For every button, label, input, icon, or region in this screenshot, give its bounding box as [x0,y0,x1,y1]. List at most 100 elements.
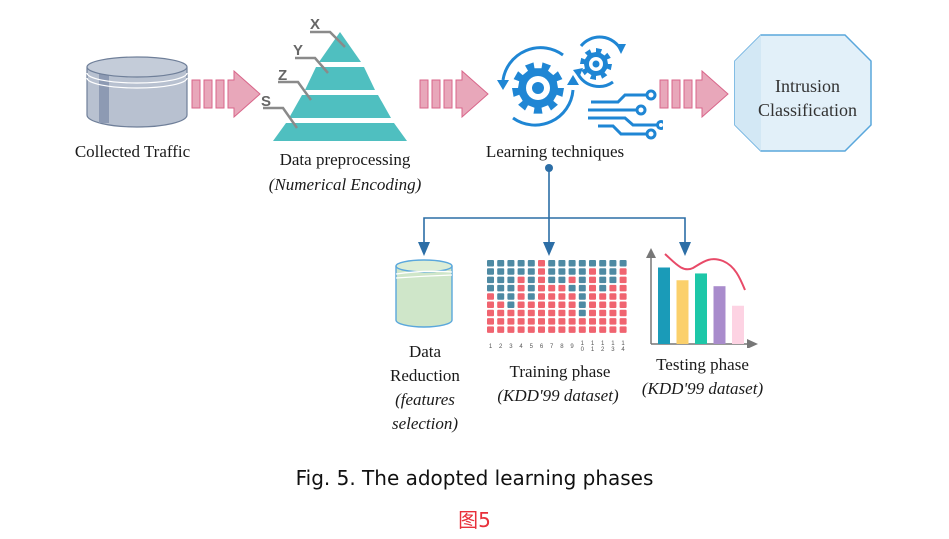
grid-cell [548,326,556,333]
grid-cell [599,301,607,308]
grid-cell [589,276,596,284]
column-label: 3 [611,347,615,353]
grid-cell [538,260,545,267]
grid-cell [558,326,566,333]
test-bar [676,280,689,344]
grid-cell [548,284,556,292]
test-bar [713,286,726,344]
grid-cell [568,301,576,308]
grid-cell [487,284,494,292]
grid-cell [507,260,515,267]
grid-cell [578,260,586,267]
grid-cell [497,318,505,325]
pyramid-encoding-icon: X Y Z S [261,16,407,141]
preprocessing-subtitle: (Numerical Encoding) [268,175,422,194]
grid-cell [599,268,607,275]
layer-x-label: X [310,16,320,33]
grid-cell [538,268,545,275]
grid-cell [568,326,576,333]
grid-cell [517,293,525,300]
column-label: 1 [601,341,605,347]
testing-subtitle: (KDD'99 dataset) [641,379,764,398]
layer-s-label: S [261,93,271,110]
grid-cell [497,284,505,292]
grid-cell [558,318,566,325]
traffic-database-icon [86,56,188,128]
grid-cell [548,293,556,300]
column-label: 1 [591,347,595,353]
grid-cell [517,260,525,267]
column-label: 8 [560,344,564,350]
grid-cell [568,284,576,292]
grid-cell [568,309,576,317]
grid-cell [497,326,505,333]
grid-cell [599,318,607,325]
grid-cell [548,301,556,308]
grid-cell [589,293,596,300]
grid-cell [538,326,545,333]
grid-cell [487,268,494,275]
grid-cell [507,293,515,300]
gears-learning-icon [497,35,663,140]
grid-cell [487,318,494,325]
grid-cell [517,309,525,317]
grid-cell [578,301,586,308]
grid-cell [589,268,596,275]
arrow-right-icon [419,70,489,118]
grid-cell [589,284,596,292]
grid-cell [609,309,617,317]
preprocessing-label: Data preprocessing [279,150,411,169]
grid-cell [487,293,494,300]
grid-cell [527,276,535,284]
intrusion-line2: Classification [758,100,857,120]
grid-cell [609,326,617,333]
column-label: 1 [591,341,595,347]
column-label: 6 [540,344,544,350]
grid-cell [578,293,586,300]
grid-cell [609,318,617,325]
test-bar [695,273,707,344]
collected-traffic-label: Collected Traffic [74,142,191,161]
testing-chart [646,248,758,348]
grid-cell [599,293,607,300]
grid-cell [568,260,576,267]
grid-cell [609,293,617,300]
grid-cell [517,318,525,325]
grid-cell [609,301,617,308]
grid-cell [507,276,515,284]
grid-cell [497,309,505,317]
grid-cell [548,276,556,284]
grid-cell [497,276,505,284]
grid-cell [589,301,596,308]
grid-cell [619,326,627,333]
reduction-line2: Reduction [390,366,460,385]
training-label: Training phase [509,362,611,381]
column-label: 9 [570,344,574,350]
layer-z-label: Z [278,67,287,84]
data-reduction-icon [395,259,453,328]
column-label: 1 [621,341,625,347]
grid-cell [599,326,607,333]
grid-cell [568,276,576,284]
grid-cell [609,276,617,284]
column-label: 3 [509,344,513,350]
grid-cell [619,293,627,300]
figure-caption: Fig. 5. The adopted learning phases [295,466,654,490]
arrow-right-icon [191,70,261,118]
grid-cell [517,301,525,308]
grid-cell [548,260,556,267]
grid-cell [558,309,566,317]
grid-cell [578,318,586,325]
grid-cell [527,293,535,300]
grid-cell [619,301,627,308]
grid-cell [538,276,545,284]
grid-cell [507,318,515,325]
grid-cell [568,318,576,325]
reduction-line1: Data [408,342,442,361]
grid-cell [517,284,525,292]
intrusion-label: Intrusion Classification [745,74,870,122]
grid-cell [548,309,556,317]
grid-cell [599,276,607,284]
grid-cell [517,326,525,333]
